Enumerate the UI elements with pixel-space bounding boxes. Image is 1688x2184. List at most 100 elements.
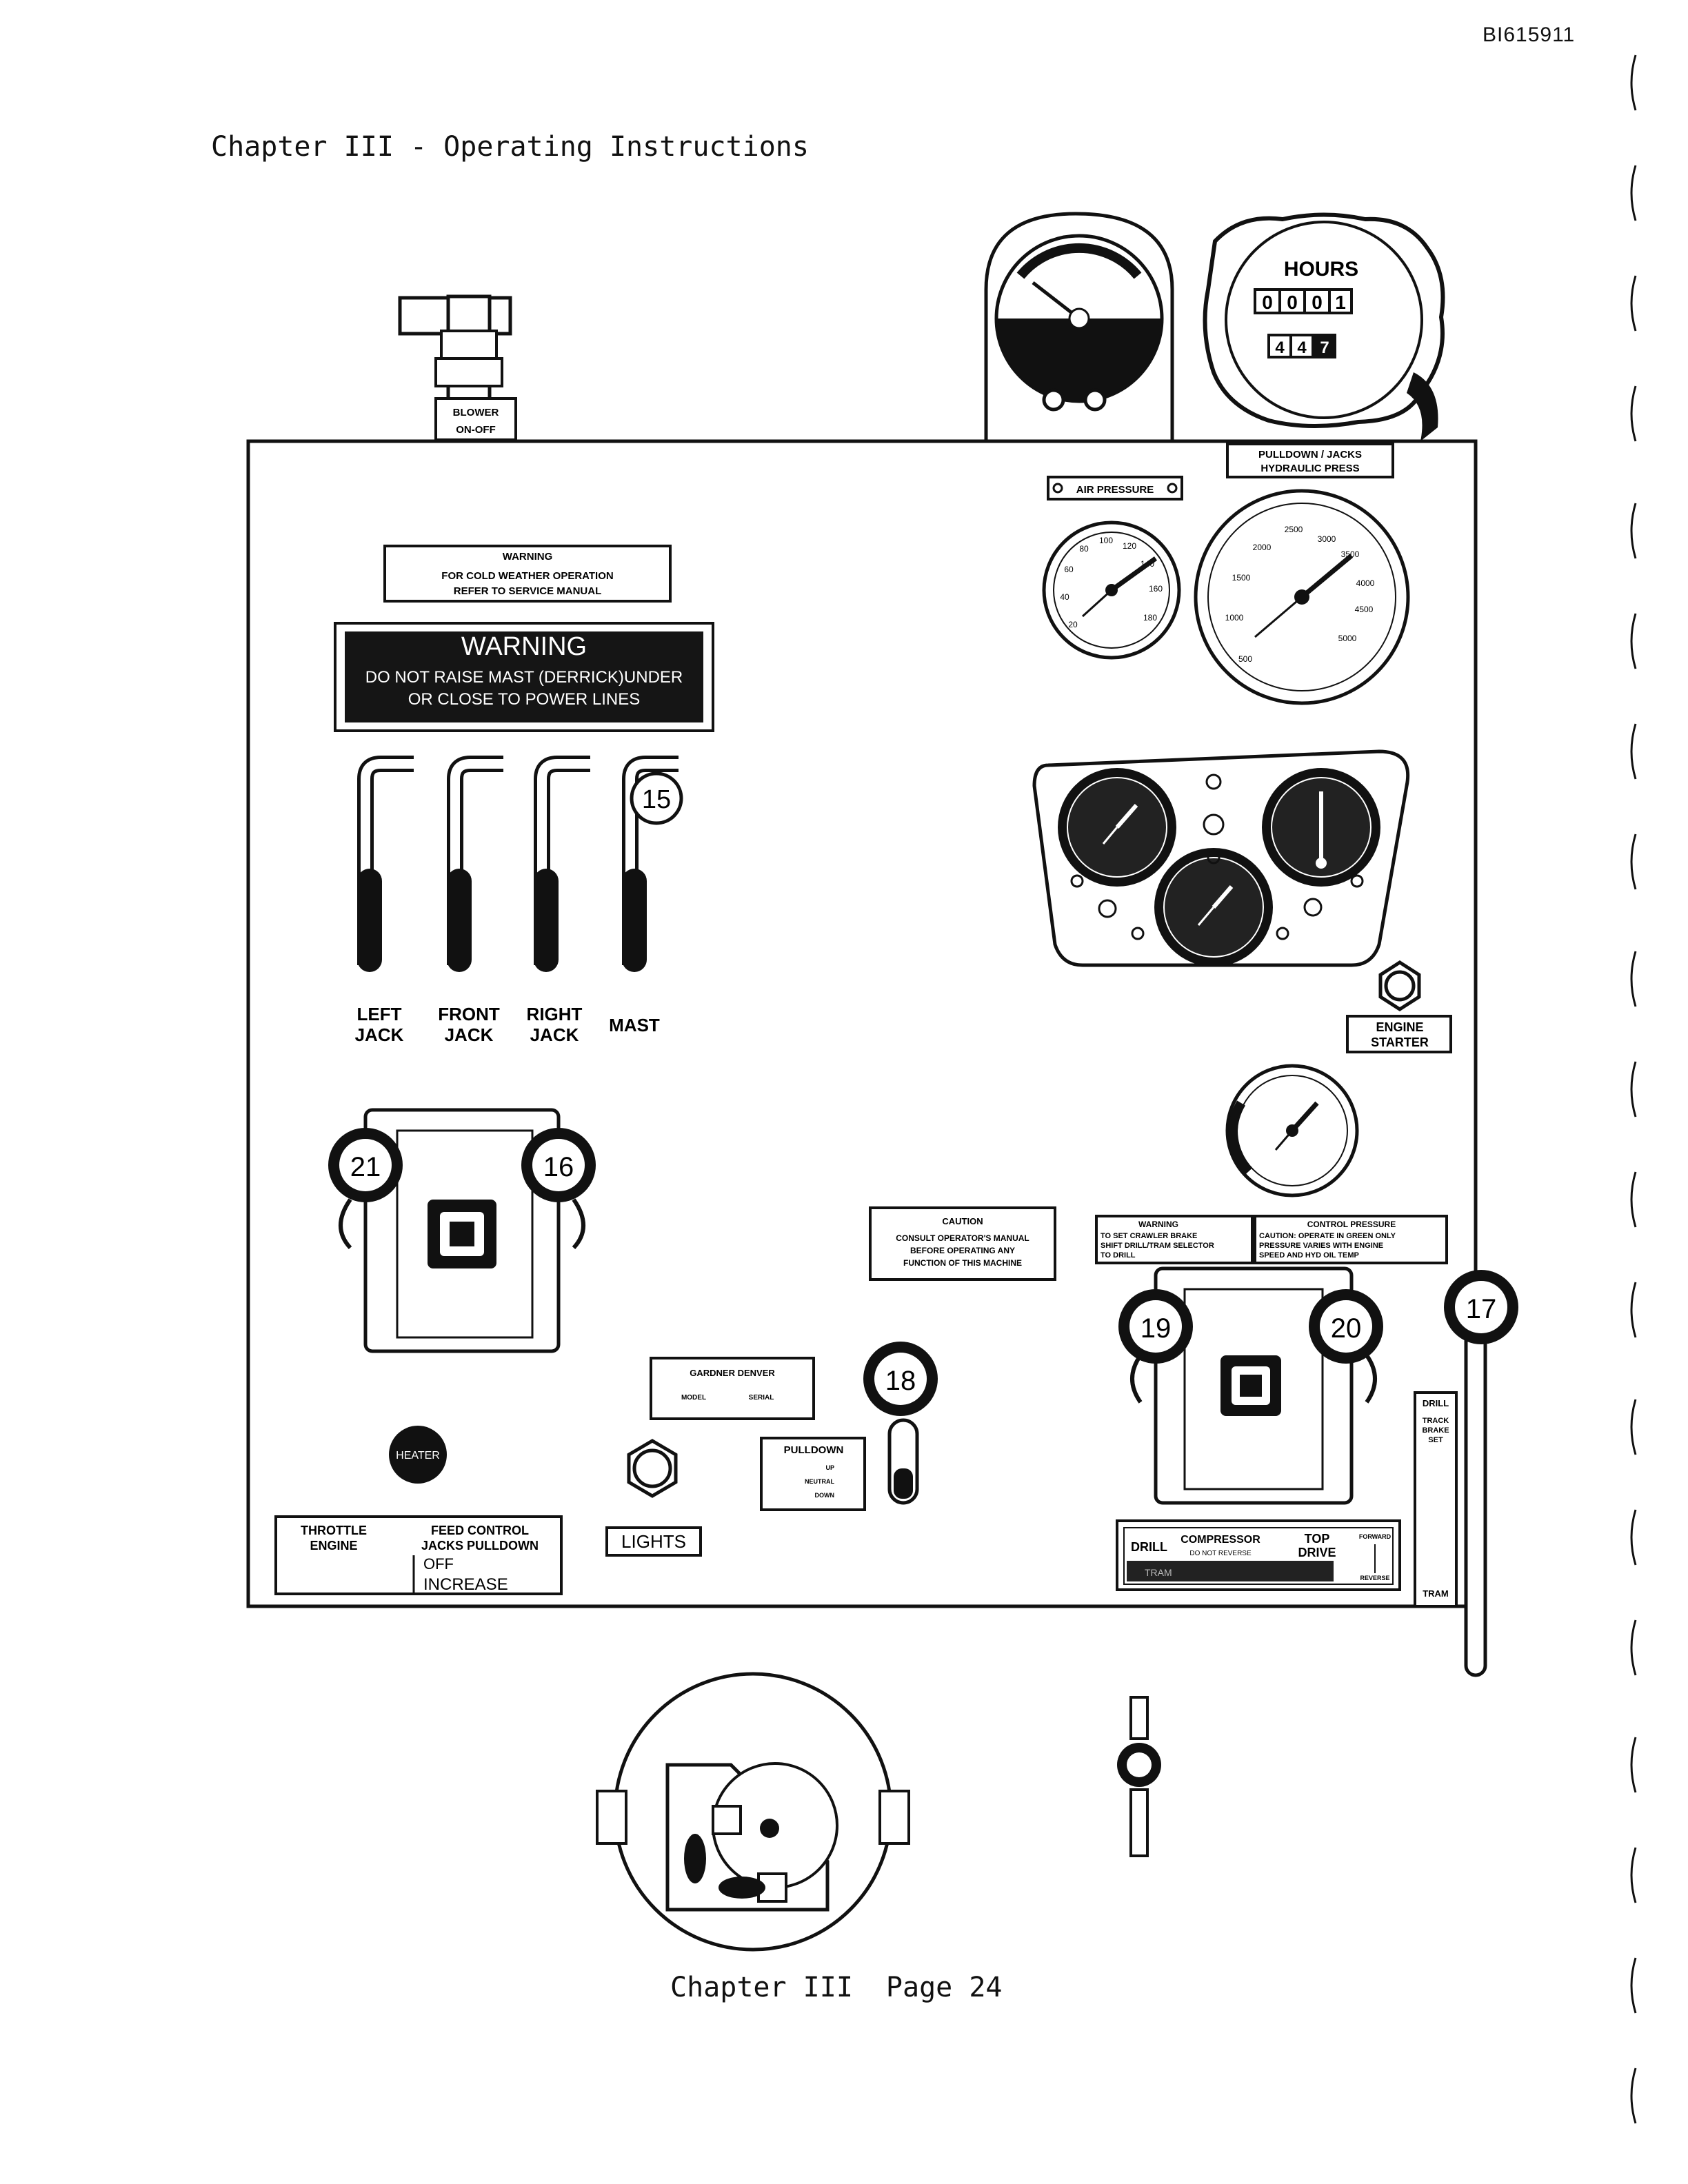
svg-text:2500: 2500 bbox=[1285, 525, 1303, 534]
blower-valve[interactable]: BLOWER ON-OFF bbox=[398, 294, 517, 441]
maker-plate: GARDNER DENVER MODEL SERIAL bbox=[650, 1357, 815, 1420]
svg-text:4000: 4000 bbox=[1356, 578, 1375, 588]
svg-text:100: 100 bbox=[1099, 536, 1113, 545]
svg-text:TOP: TOP bbox=[1305, 1532, 1330, 1546]
svg-text:AIR PRESSURE: AIR PRESSURE bbox=[1076, 484, 1154, 496]
svg-text:BRAKE: BRAKE bbox=[1422, 1426, 1449, 1435]
selector-plate: DRILL COMPRESSOR DO NOT REVERSE TOP DRIV… bbox=[1116, 1519, 1401, 1591]
blower-plate-line1: BLOWER bbox=[453, 407, 499, 418]
pulldown-switch-plate: PULLDOWN UP NEUTRAL DOWN bbox=[760, 1437, 866, 1511]
svg-text:160: 160 bbox=[1149, 584, 1163, 594]
svg-text:TO DRILL: TO DRILL bbox=[1101, 1251, 1136, 1260]
hours-digit-4: 1 bbox=[1335, 292, 1346, 313]
svg-text:BEFORE OPERATING ANY: BEFORE OPERATING ANY bbox=[910, 1246, 1015, 1255]
svg-text:PULLDOWN / JACKS: PULLDOWN / JACKS bbox=[1258, 449, 1362, 461]
svg-text:DRIVE: DRIVE bbox=[1298, 1546, 1336, 1559]
lever-label-left-2: JACK bbox=[355, 1024, 404, 1045]
svg-text:INCREASE: INCREASE bbox=[423, 1575, 508, 1594]
callout-20: 20 bbox=[1309, 1289, 1383, 1364]
svg-text:COMPRESSOR: COMPRESSOR bbox=[1180, 1534, 1260, 1546]
lever-label-mast: MAST bbox=[609, 1015, 660, 1035]
svg-text:2000: 2000 bbox=[1253, 543, 1272, 552]
callout-18: 18 bbox=[863, 1342, 938, 1416]
svg-text:DRILL: DRILL bbox=[1423, 1398, 1449, 1408]
svg-text:CAUTION: CAUTION bbox=[942, 1216, 983, 1226]
svg-text:SET: SET bbox=[1428, 1436, 1443, 1444]
svg-text:DOWN: DOWN bbox=[815, 1492, 835, 1499]
svg-text:FEED CONTROL: FEED CONTROL bbox=[431, 1524, 529, 1537]
svg-text:1000: 1000 bbox=[1225, 613, 1244, 623]
lever-left-jack[interactable] bbox=[357, 756, 414, 972]
svg-text:17: 17 bbox=[1466, 1294, 1497, 1324]
svg-text:120: 120 bbox=[1123, 541, 1136, 551]
callout-16: 16 bbox=[521, 1128, 596, 1202]
svg-text:ENGINE: ENGINE bbox=[1376, 1020, 1423, 1034]
air-pressure-gauge: 20 40 60 80 100 120 140 160 180 bbox=[1042, 520, 1181, 660]
drill-tram-lever[interactable] bbox=[1464, 1308, 1487, 1677]
svg-text:MODEL: MODEL bbox=[681, 1394, 706, 1402]
lights-switch[interactable] bbox=[627, 1439, 678, 1498]
svg-text:18: 18 bbox=[885, 1366, 916, 1396]
lever-mast[interactable] bbox=[622, 756, 679, 972]
svg-text:DO NOT RAISE MAST (DERRICK)UND: DO NOT RAISE MAST (DERRICK)UNDER bbox=[365, 668, 683, 687]
engine-starter-plate: ENGINE STARTER bbox=[1346, 1015, 1452, 1053]
svg-text:15: 15 bbox=[642, 785, 671, 814]
caution-plate: CAUTION CONSULT OPERATOR'S MANUAL BEFORE… bbox=[869, 1206, 1056, 1281]
lever-label-right-1: RIGHT bbox=[527, 1004, 583, 1024]
pulldown-jacks-plate: PULLDOWN / JACKS HYDRAULIC PRESS bbox=[1226, 443, 1394, 478]
engine-starter-button[interactable] bbox=[1378, 960, 1421, 1011]
svg-text:1500: 1500 bbox=[1232, 573, 1251, 583]
hours-digit-3: 0 bbox=[1312, 292, 1323, 313]
blower-plate-line2: ON-OFF bbox=[456, 424, 496, 436]
control-pressure-gauge bbox=[1225, 1064, 1359, 1197]
svg-text:LIGHTS: LIGHTS bbox=[621, 1531, 686, 1552]
svg-text:180: 180 bbox=[1143, 613, 1157, 623]
left-control-valve[interactable] bbox=[339, 1108, 585, 1353]
control-pressure-plate: CONTROL PRESSURE CAUTION: OPERATE IN GRE… bbox=[1254, 1215, 1448, 1264]
heater-button[interactable]: HEATER bbox=[389, 1426, 447, 1484]
svg-text:REFER TO SERVICE MANUAL: REFER TO SERVICE MANUAL bbox=[454, 585, 601, 597]
svg-text:JACKS PULLDOWN: JACKS PULLDOWN bbox=[421, 1539, 539, 1553]
svg-text:REVERSE: REVERSE bbox=[1360, 1575, 1389, 1581]
callout-15: 15 bbox=[630, 771, 683, 825]
hours-digit-2: 0 bbox=[1287, 292, 1298, 313]
svg-text:5000: 5000 bbox=[1338, 634, 1357, 643]
svg-text:SHIFT DRILL/TRAM SELECTOR: SHIFT DRILL/TRAM SELECTOR bbox=[1101, 1242, 1214, 1250]
svg-text:THROTTLE: THROTTLE bbox=[301, 1524, 367, 1537]
svg-text:CONSULT OPERATOR'S MANUAL: CONSULT OPERATOR'S MANUAL bbox=[896, 1233, 1029, 1243]
right-control-valve[interactable] bbox=[1130, 1266, 1377, 1505]
svg-text:21: 21 bbox=[350, 1152, 381, 1182]
lever-label-right-2: JACK bbox=[530, 1024, 579, 1045]
svg-text:CONTROL PRESSURE: CONTROL PRESSURE bbox=[1307, 1220, 1396, 1229]
hours-title: HOURS bbox=[1284, 258, 1358, 281]
main-panel bbox=[246, 439, 1478, 1608]
callout-19: 19 bbox=[1118, 1289, 1193, 1364]
hours-digit-6: 4 bbox=[1297, 338, 1307, 357]
svg-text:WARNING: WARNING bbox=[1138, 1220, 1178, 1229]
svg-text:20: 20 bbox=[1068, 620, 1078, 629]
svg-text:FUNCTION OF THIS MACHINE: FUNCTION OF THIS MACHINE bbox=[903, 1258, 1022, 1268]
lever-label-left-1: LEFT bbox=[357, 1004, 402, 1024]
svg-text:TO SET CRAWLER BRAKE: TO SET CRAWLER BRAKE bbox=[1101, 1232, 1197, 1240]
svg-text:OR CLOSE TO POWER LINES: OR CLOSE TO POWER LINES bbox=[408, 690, 641, 709]
hours-digit-1: 0 bbox=[1262, 292, 1273, 313]
lights-plate: LIGHTS bbox=[605, 1526, 702, 1557]
svg-text:500: 500 bbox=[1238, 654, 1252, 664]
svg-text:ENGINE: ENGINE bbox=[310, 1539, 357, 1553]
chapter-header: Chapter III - Operating Instructions bbox=[211, 131, 809, 163]
lever-front-jack[interactable] bbox=[447, 756, 503, 972]
footer-page: Page 24 bbox=[885, 1972, 1003, 2003]
svg-text:WARNING: WARNING bbox=[461, 632, 587, 661]
svg-text:60: 60 bbox=[1064, 565, 1074, 574]
pulldown-lever[interactable] bbox=[887, 1418, 919, 1505]
svg-text:SPEED AND HYD OIL TEMP: SPEED AND HYD OIL TEMP bbox=[1259, 1251, 1359, 1260]
svg-text:DRILL: DRILL bbox=[1131, 1540, 1167, 1554]
lower-valve-assembly bbox=[596, 1672, 910, 1952]
svg-text:FOR COLD WEATHER OPERATION: FOR COLD WEATHER OPERATION bbox=[441, 570, 613, 582]
hours-digit-7: 7 bbox=[1320, 338, 1329, 357]
engine-gauge-cluster bbox=[1032, 749, 1410, 967]
air-pressure-plate: AIR PRESSURE bbox=[1047, 476, 1183, 501]
lever-right-jack[interactable] bbox=[534, 756, 590, 972]
svg-text:FORWARD: FORWARD bbox=[1359, 1533, 1391, 1540]
